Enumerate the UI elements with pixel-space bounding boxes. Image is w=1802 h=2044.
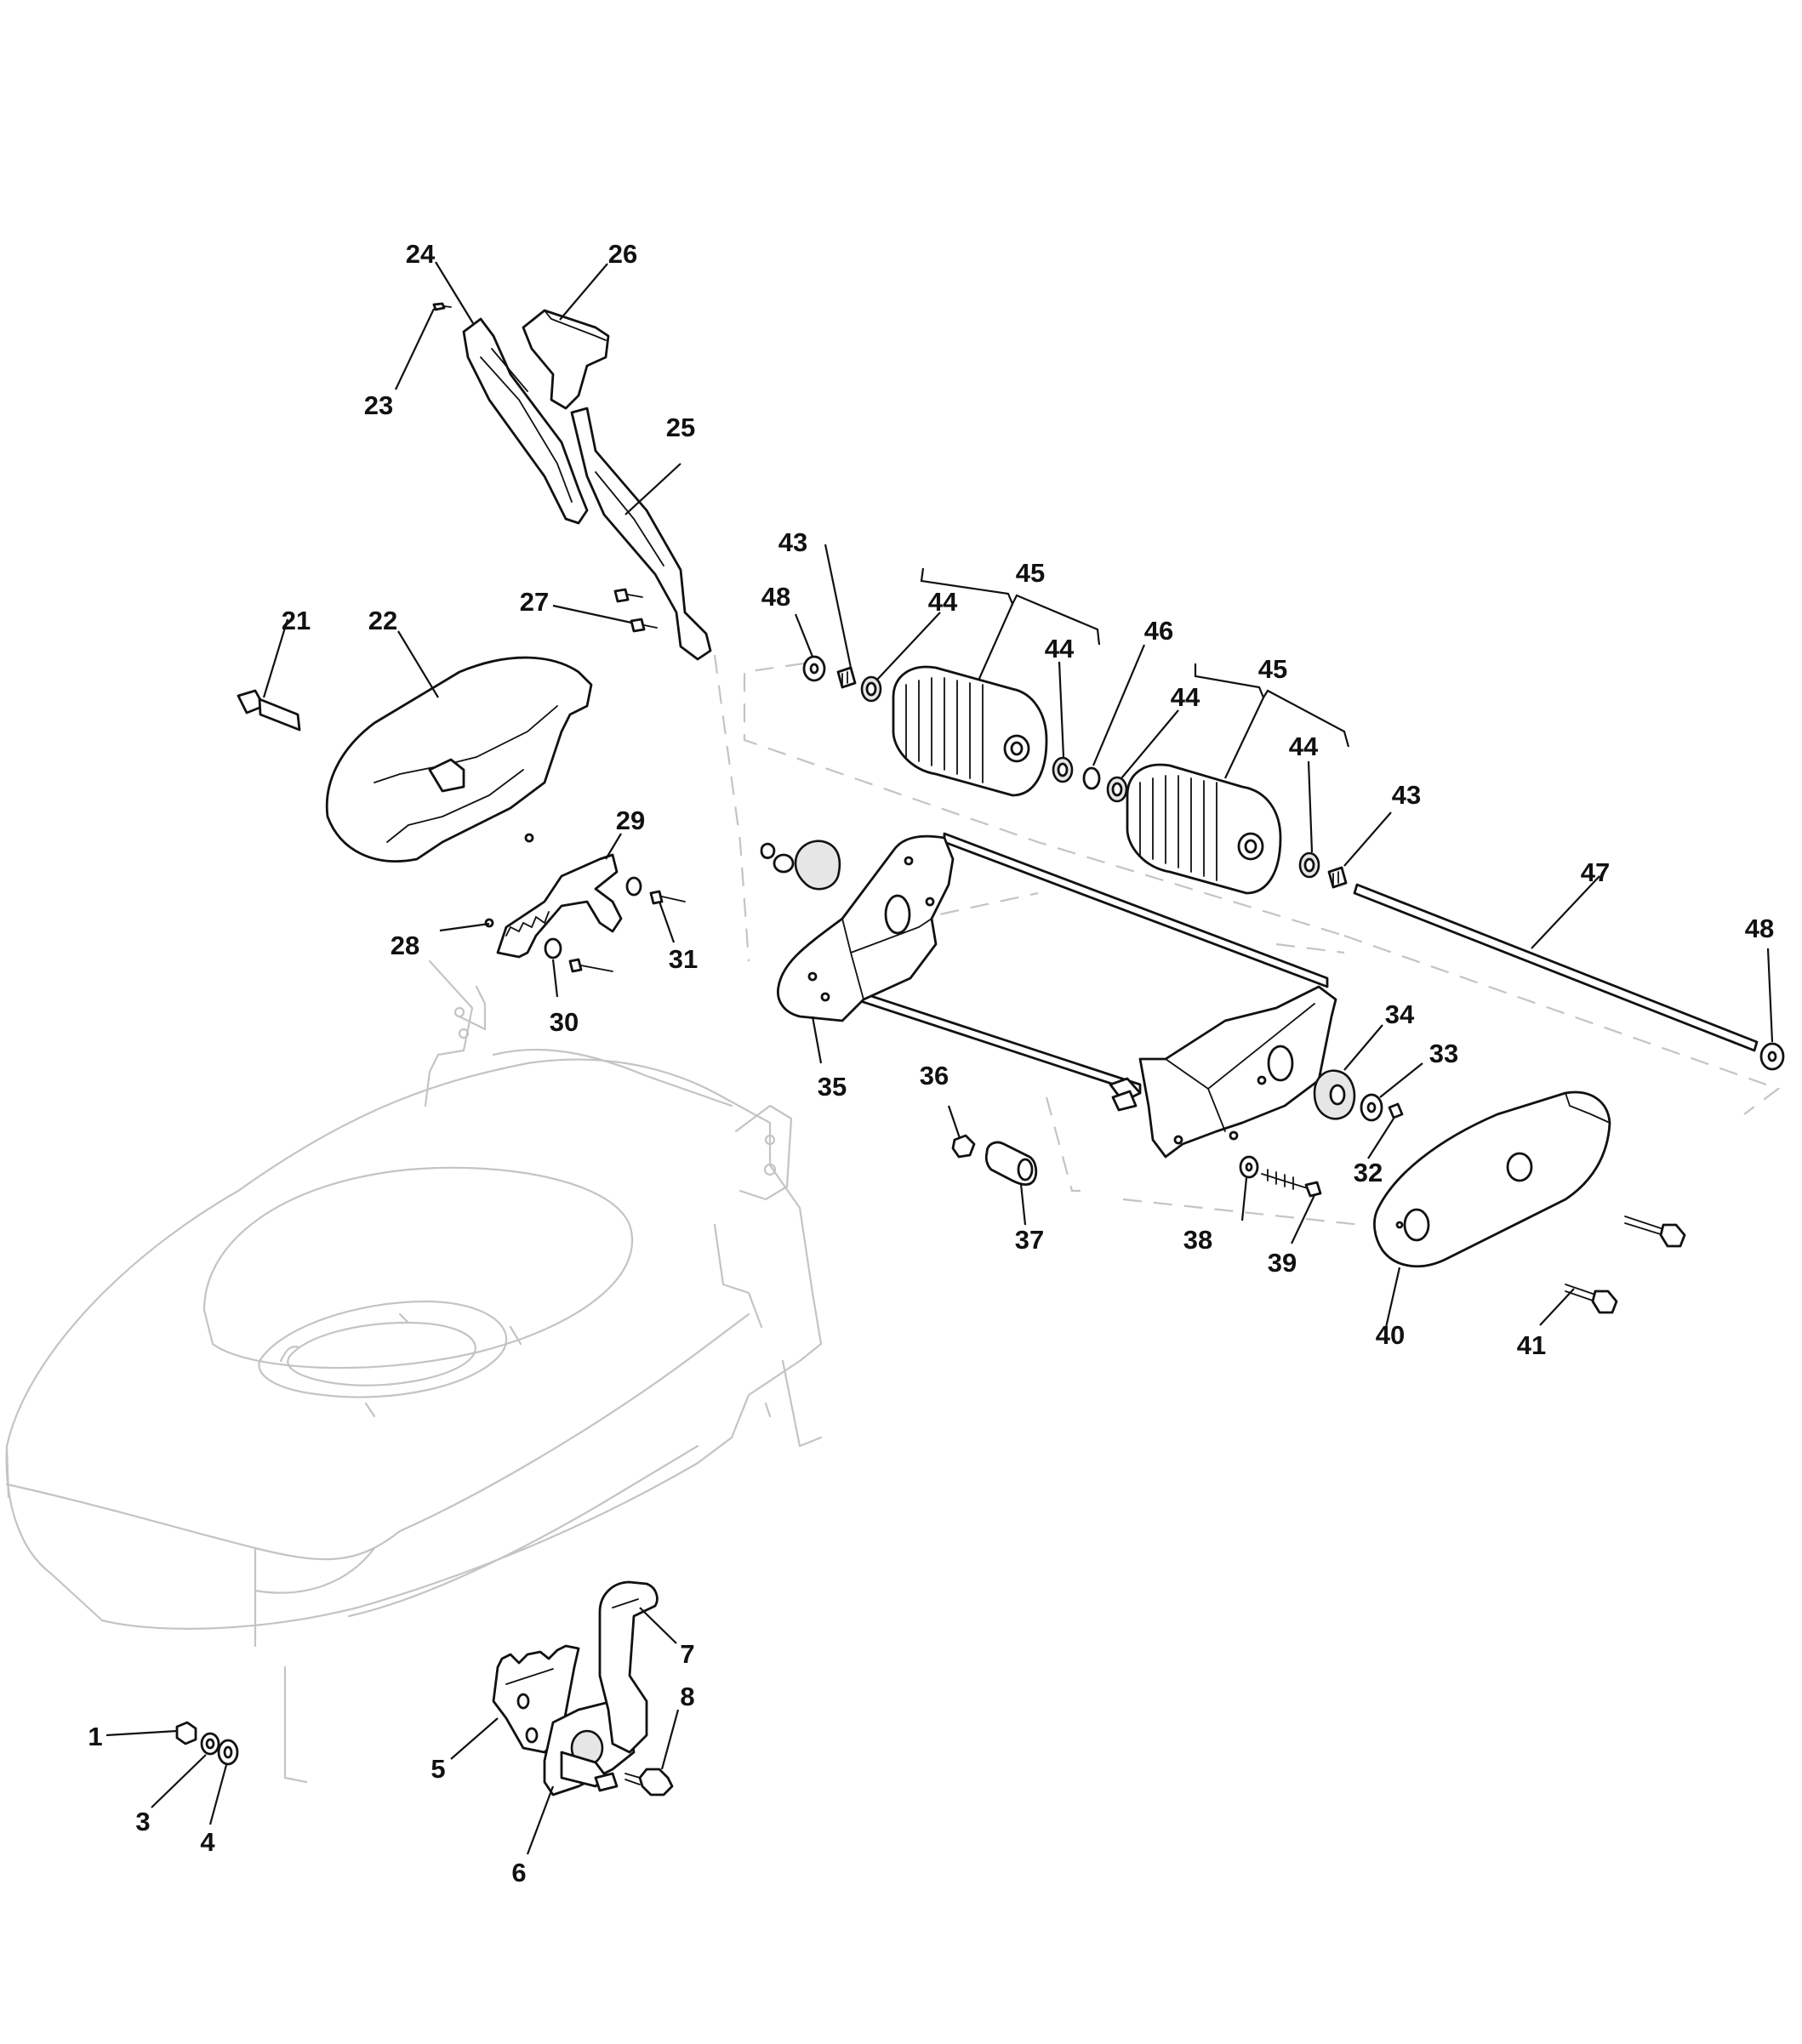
pin-hardware-36-39 [951,1134,1322,1198]
callout-7: 7 [680,1639,694,1669]
callout-4: 4 [200,1827,215,1857]
callout-36: 36 [920,1061,949,1090]
callout-labels: 1 3 4 5 6 7 8 21 22 23 24 25 26 27 28 29… [88,239,1774,1887]
callout-8: 8 [680,1682,694,1711]
cover-40-assembly [1373,1090,1686,1314]
callout-35: 35 [818,1072,847,1102]
callout-23: 23 [364,390,393,420]
callout-24: 24 [406,239,436,269]
callout-46: 46 [1144,616,1173,646]
callout-32: 32 [1354,1158,1383,1187]
cover-22-assembly [237,656,593,863]
callout-5: 5 [431,1754,445,1784]
callout-34: 34 [1385,999,1415,1029]
callout-48-left: 48 [761,582,790,612]
bolts-27 [613,588,658,633]
roller-hardware [802,655,1348,889]
callout-44-c: 44 [1171,682,1200,712]
callout-26: 26 [608,239,637,269]
callout-31: 31 [669,944,698,974]
callout-27: 27 [520,587,549,617]
roller-45-right [1126,763,1282,895]
callout-39: 39 [1268,1248,1297,1278]
callout-44-a: 44 [928,587,958,617]
callout-43-right: 43 [1392,780,1421,810]
callout-1: 1 [88,1722,102,1751]
callout-28: 28 [391,931,419,960]
callout-25: 25 [666,413,695,442]
callout-33: 33 [1429,1039,1458,1068]
mower-deck-ghost [5,959,823,1784]
callout-47: 47 [1581,857,1610,887]
height-lever-assembly [432,302,712,661]
roller-frame-35 [760,832,1337,1159]
bracket-29-assembly [484,833,686,973]
callout-48-right: 48 [1745,914,1774,943]
callout-44-b: 44 [1045,634,1075,663]
callout-41: 41 [1517,1330,1546,1360]
callout-37: 37 [1015,1225,1044,1255]
wheel-hardware-32-34 [1313,1069,1404,1122]
callout-38: 38 [1183,1225,1212,1255]
callout-44-d: 44 [1289,732,1319,761]
callout-3: 3 [135,1807,150,1836]
callout-30: 30 [550,1007,579,1037]
callout-40: 40 [1376,1320,1405,1350]
front-lever-assembly [492,1580,674,1796]
callout-45-right: 45 [1258,654,1287,684]
callout-22: 22 [368,606,397,635]
callout-29: 29 [616,806,645,835]
callout-6: 6 [511,1858,526,1887]
axle-47 [1353,883,1785,1071]
callout-45-left: 45 [1016,558,1045,588]
explosion-guide-lines [713,654,1781,1227]
callout-21: 21 [282,606,311,635]
roller-45-left [892,665,1048,797]
leader-lines [105,261,1774,1855]
nut-washers-1-4 [175,1721,239,1766]
callout-43-left: 43 [778,527,807,557]
